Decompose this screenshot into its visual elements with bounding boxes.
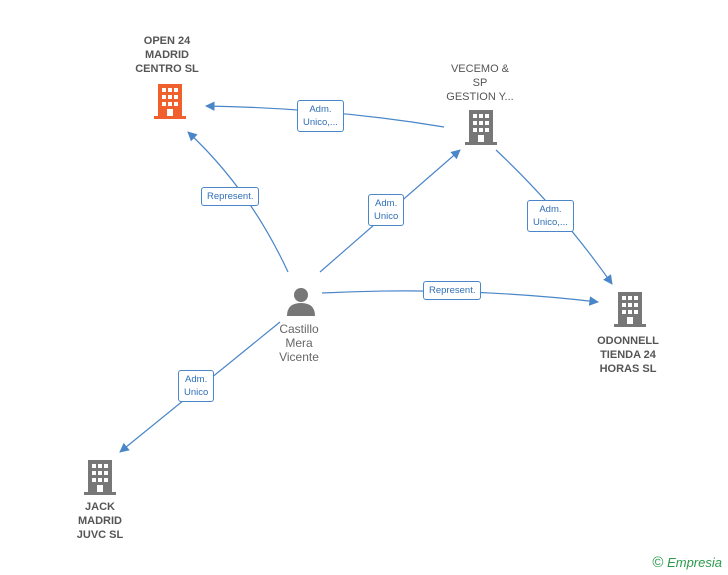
edge-label-castillo-vecemo: Adm. Unico [368,194,405,226]
copyright-symbol: © [652,554,664,571]
building-icon[interactable] [614,292,646,328]
node-label-castillo[interactable]: Castillo Mera Vicente [279,322,319,364]
node-label-open24[interactable]: OPEN 24 MADRID CENTRO SL [135,35,199,75]
building-icon[interactable] [465,110,497,146]
building-icon[interactable] [154,84,186,120]
node-label-vecemo[interactable]: VECEMO & SP GESTION Y... [446,63,514,103]
edge-label-castillo-jack: Adm. Unico [178,370,215,402]
footer-brand: © Empresia [652,554,722,571]
node-label-odonnell[interactable]: ODONNELL TIENDA 24 HORAS SL [597,335,659,375]
person-icon[interactable] [286,286,316,316]
brand-name: Empresia [667,555,722,570]
edge-label-vecemo-odonnell: Adm. Unico,... [527,200,574,232]
edge-label-castillo-odonnell: Represent. [423,281,482,300]
node-label-jack[interactable]: JACK MADRID JUVC SL [76,501,124,541]
edge-label-vecemo-open24: Adm. Unico,... [297,100,344,132]
edge-label-castillo-open24: Represent. [201,187,260,206]
building-icon[interactable] [84,460,116,496]
